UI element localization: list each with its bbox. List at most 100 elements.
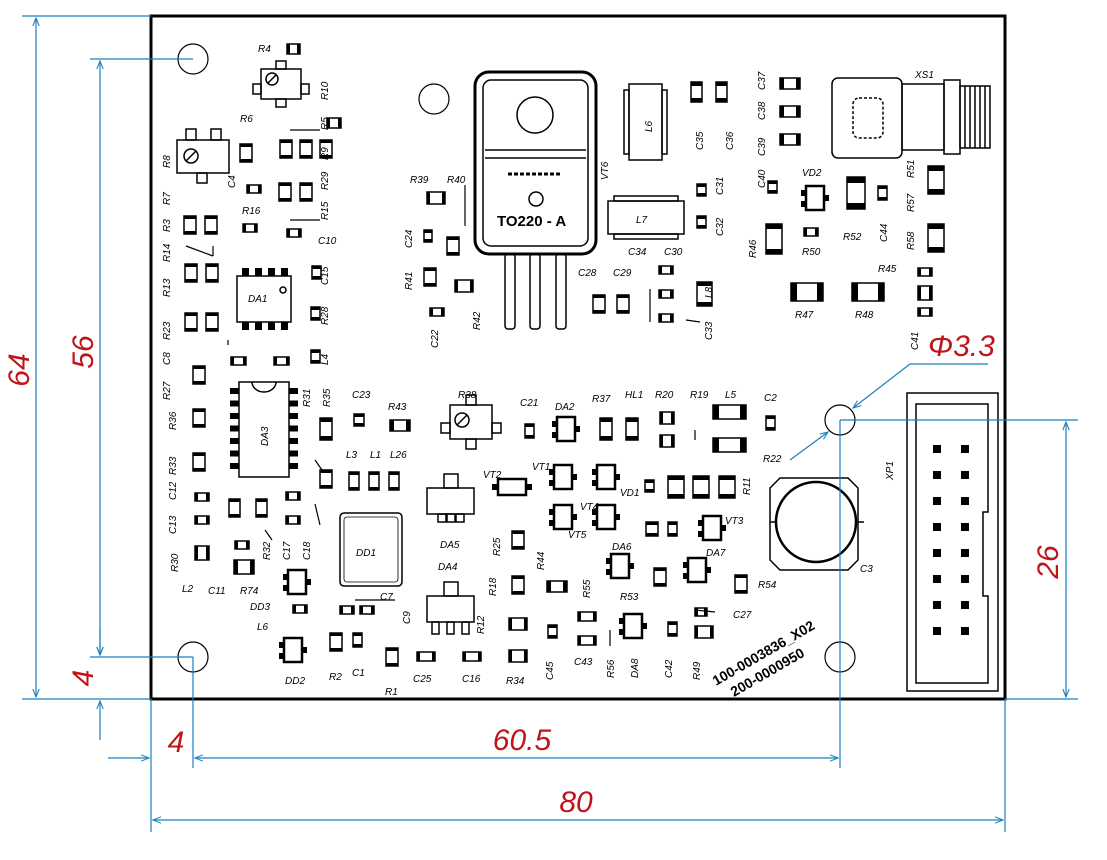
smd-part	[546, 580, 568, 593]
sot-transistor	[592, 463, 620, 491]
smd-part	[311, 265, 322, 280]
xp1-pin	[933, 497, 941, 505]
smd-part	[511, 575, 525, 595]
smd-part	[359, 605, 375, 615]
smd-part	[192, 365, 206, 385]
ref-designator: C25	[413, 674, 432, 685]
smd-part	[767, 180, 778, 194]
da1-pins	[242, 268, 288, 330]
ref-designator: C9	[402, 611, 413, 624]
smd-part	[653, 567, 667, 587]
da5-label: DA5	[440, 540, 460, 551]
da1-pin	[255, 268, 262, 276]
xp1-label: XP1	[885, 461, 896, 481]
ref-designator: R41	[404, 272, 415, 290]
silk-line	[694, 609, 716, 613]
ref-designator: C34	[628, 247, 647, 258]
package-label: TO220 - A	[497, 213, 566, 230]
ref-designator: L1	[370, 450, 381, 461]
ref-designator: R14	[162, 243, 173, 262]
smd-part	[734, 574, 748, 594]
xp1-pin	[961, 523, 969, 531]
da3-pin	[230, 463, 239, 469]
smd-part	[326, 117, 342, 129]
smd-part	[803, 227, 819, 237]
xs1-label: XS1	[914, 70, 934, 81]
ref-designator: C10	[318, 236, 337, 247]
xp1-pin	[961, 601, 969, 609]
smd-part	[659, 434, 675, 448]
trimmer-r8	[176, 128, 230, 184]
xp1-pin	[933, 601, 941, 609]
ref-designator: R6	[240, 114, 253, 125]
ref-designator: VD2	[802, 168, 822, 179]
ref-designator: C11	[208, 586, 226, 597]
smd-part	[255, 498, 268, 518]
smd-part	[667, 621, 678, 637]
ref-designator: C33	[704, 321, 715, 340]
smd-part	[273, 356, 290, 366]
smd-part	[194, 515, 210, 525]
da1-pin	[242, 268, 249, 276]
da5-regulator	[426, 473, 475, 523]
smd-part	[348, 471, 360, 491]
smd-part	[667, 475, 685, 499]
ref-designator: C40	[757, 169, 768, 188]
ref-designator: C44	[879, 223, 890, 242]
silk-line	[264, 529, 273, 541]
da1-pin	[242, 322, 249, 330]
hole-top-center	[418, 83, 450, 115]
da3-pin	[230, 450, 239, 457]
ref-designator: R1	[385, 687, 398, 698]
l7-label: L7	[636, 215, 648, 226]
smd-part	[184, 263, 198, 283]
xp1-pin	[961, 471, 969, 479]
smd-part	[524, 423, 535, 439]
smd-part	[694, 607, 708, 617]
ref-designator: R46	[748, 239, 759, 258]
sot-transistor	[283, 568, 311, 596]
smd-part	[234, 540, 250, 550]
smd-part	[194, 492, 210, 502]
ref-designator: C31	[715, 177, 726, 195]
da3-pin	[289, 425, 298, 432]
smd-part	[233, 559, 255, 575]
ref-designator: C32	[715, 217, 726, 236]
smd-part	[310, 306, 321, 321]
ref-designator: L6	[257, 622, 269, 633]
ref-designator: C37	[757, 71, 768, 90]
sot-transistor	[606, 552, 634, 580]
smd-part	[927, 223, 945, 253]
smd-part	[184, 312, 198, 332]
ref-designator: R48	[855, 310, 874, 321]
ref-designator: R42	[472, 311, 483, 330]
ref-designator: C15	[320, 266, 331, 285]
ref-designator: R2	[329, 672, 342, 683]
ref-designator: R40	[447, 175, 466, 186]
ref-designator: R11	[742, 477, 753, 495]
da1-pin	[268, 322, 275, 330]
ref-designator: R20	[655, 390, 674, 401]
ref-designator: R50	[802, 247, 821, 258]
xp1-pin	[933, 575, 941, 583]
smd-part	[286, 228, 302, 238]
sot-transistor	[552, 415, 580, 443]
ref-designator: R28	[320, 306, 331, 325]
ref-designator: HL1	[625, 390, 643, 401]
da4-regulator	[426, 581, 475, 635]
smd-part	[389, 419, 411, 432]
ref-designator: L8	[704, 286, 715, 298]
vt6-transistor	[473, 70, 598, 330]
smd-part	[625, 417, 639, 441]
da3-pin	[230, 400, 239, 407]
ref-designator: R37	[592, 394, 611, 405]
silk-line	[685, 319, 701, 323]
smd-part	[285, 515, 301, 525]
ref-designator: C17	[282, 541, 293, 560]
xp1-pin	[961, 549, 969, 557]
dim-height-total: 64	[3, 353, 36, 386]
ref-designator: R31	[302, 389, 313, 407]
sot-transistor	[549, 503, 577, 531]
ref-designator: R36	[168, 411, 179, 430]
